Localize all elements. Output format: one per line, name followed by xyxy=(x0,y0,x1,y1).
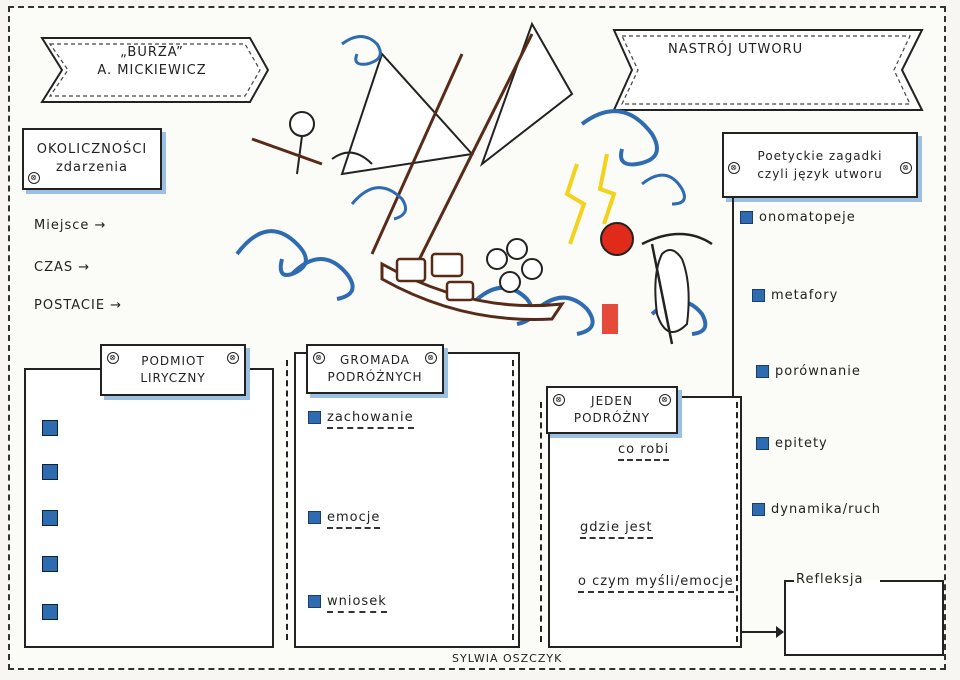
gromada-title: GROMADA xyxy=(340,353,410,367)
screw-icon: ⊗ xyxy=(553,394,565,406)
square-bullet-icon xyxy=(308,511,321,524)
gromada-item: wniosek xyxy=(308,594,387,613)
reflection-border xyxy=(784,580,794,582)
jeden-item: o czym myśli/emocje xyxy=(578,574,734,593)
poetic-box: Poetyckie zagadki czyli język utworu ⊗ ⊗ xyxy=(722,132,918,198)
jeden-item: co robi xyxy=(618,442,670,461)
title-text: „BURZA” A. MICKIEWICZ xyxy=(62,44,242,80)
gromada-subtitle: PODRÓŻNYCH xyxy=(327,370,423,384)
screw-icon: ⊗ xyxy=(659,394,671,406)
screw-icon: ⊗ xyxy=(28,172,40,184)
screw-icon: ⊗ xyxy=(313,352,325,364)
screw-icon: ⊗ xyxy=(107,352,119,364)
gromada-box: GROMADA PODRÓŻNYCH ⊗ ⊗ xyxy=(306,344,444,394)
mood-label: NASTRÓJ UTWORU xyxy=(668,42,804,57)
poetic-item: epitety xyxy=(756,436,828,451)
poetic-item: onomatopeje xyxy=(740,210,856,225)
jeden-subtitle: PODRÓŻNY xyxy=(573,411,651,425)
circumstances-title: OKOLICZNOŚCI xyxy=(36,142,148,157)
arrow-right-icon xyxy=(742,626,784,638)
jeden-panel xyxy=(548,396,742,648)
poetic-item: metafory xyxy=(752,288,838,303)
jeden-spine xyxy=(540,402,556,642)
gromada-spine xyxy=(286,360,302,640)
jeden-box: JEDEN PODRÓŻNY ⊗ ⊗ xyxy=(546,386,678,434)
screw-icon: ⊗ xyxy=(900,162,912,174)
place-label: Miejsce → xyxy=(34,218,107,233)
gromada-panel xyxy=(294,352,520,648)
reflection-label: Refleksja xyxy=(796,572,864,587)
circumstances-subtitle: zdarzenia xyxy=(55,160,129,175)
square-bullet-icon xyxy=(42,420,58,436)
mood-banner xyxy=(612,29,924,111)
reflection-border xyxy=(880,580,944,582)
podmiot-panel xyxy=(24,368,274,648)
storm-illustration xyxy=(235,21,713,345)
footer-author: SYLWIA OSZCZYK xyxy=(448,652,567,665)
square-bullet-icon xyxy=(740,211,753,224)
square-bullet-icon xyxy=(756,365,769,378)
square-bullet-icon xyxy=(42,510,58,526)
square-bullet-icon xyxy=(752,289,765,302)
screw-icon: ⊗ xyxy=(227,352,239,364)
poetic-subtitle: czyli język utworu xyxy=(757,167,883,181)
time-label: CZAS → xyxy=(34,260,91,275)
poem-author: A. MICKIEWICZ xyxy=(97,63,207,78)
square-bullet-icon xyxy=(42,464,58,480)
podmiot-box: PODMIOT LIRYCZNY ⊗ ⊗ xyxy=(100,344,246,396)
gromada-item: zachowanie xyxy=(308,410,414,429)
square-bullet-icon xyxy=(308,595,321,608)
gromada-spine xyxy=(512,360,528,640)
screw-icon: ⊗ xyxy=(728,162,740,174)
jeden-title: JEDEN xyxy=(591,394,633,408)
characters-label: POSTACIE → xyxy=(34,298,123,313)
podmiot-title: PODMIOT xyxy=(141,354,205,368)
screw-icon: ⊗ xyxy=(425,352,437,364)
jeden-spine xyxy=(736,402,752,642)
square-bullet-icon xyxy=(752,503,765,516)
square-bullet-icon xyxy=(42,556,58,572)
jeden-item: gdzie jest xyxy=(580,520,653,539)
square-bullet-icon xyxy=(42,604,58,620)
circumstances-box: OKOLICZNOŚCI zdarzenia ⊗ xyxy=(22,128,162,190)
square-bullet-icon xyxy=(756,437,769,450)
square-bullet-icon xyxy=(308,411,321,424)
poetic-item: porównanie xyxy=(756,364,861,379)
reflection-box xyxy=(784,580,944,656)
title-banner xyxy=(40,37,270,103)
poetic-title: Poetyckie zagadki xyxy=(757,149,883,163)
poetic-item: dynamika/ruch xyxy=(752,502,881,517)
poem-title: „BURZA” xyxy=(120,45,184,60)
gromada-item: emocje xyxy=(308,510,381,529)
podmiot-subtitle: LIRYCZNY xyxy=(140,371,206,385)
